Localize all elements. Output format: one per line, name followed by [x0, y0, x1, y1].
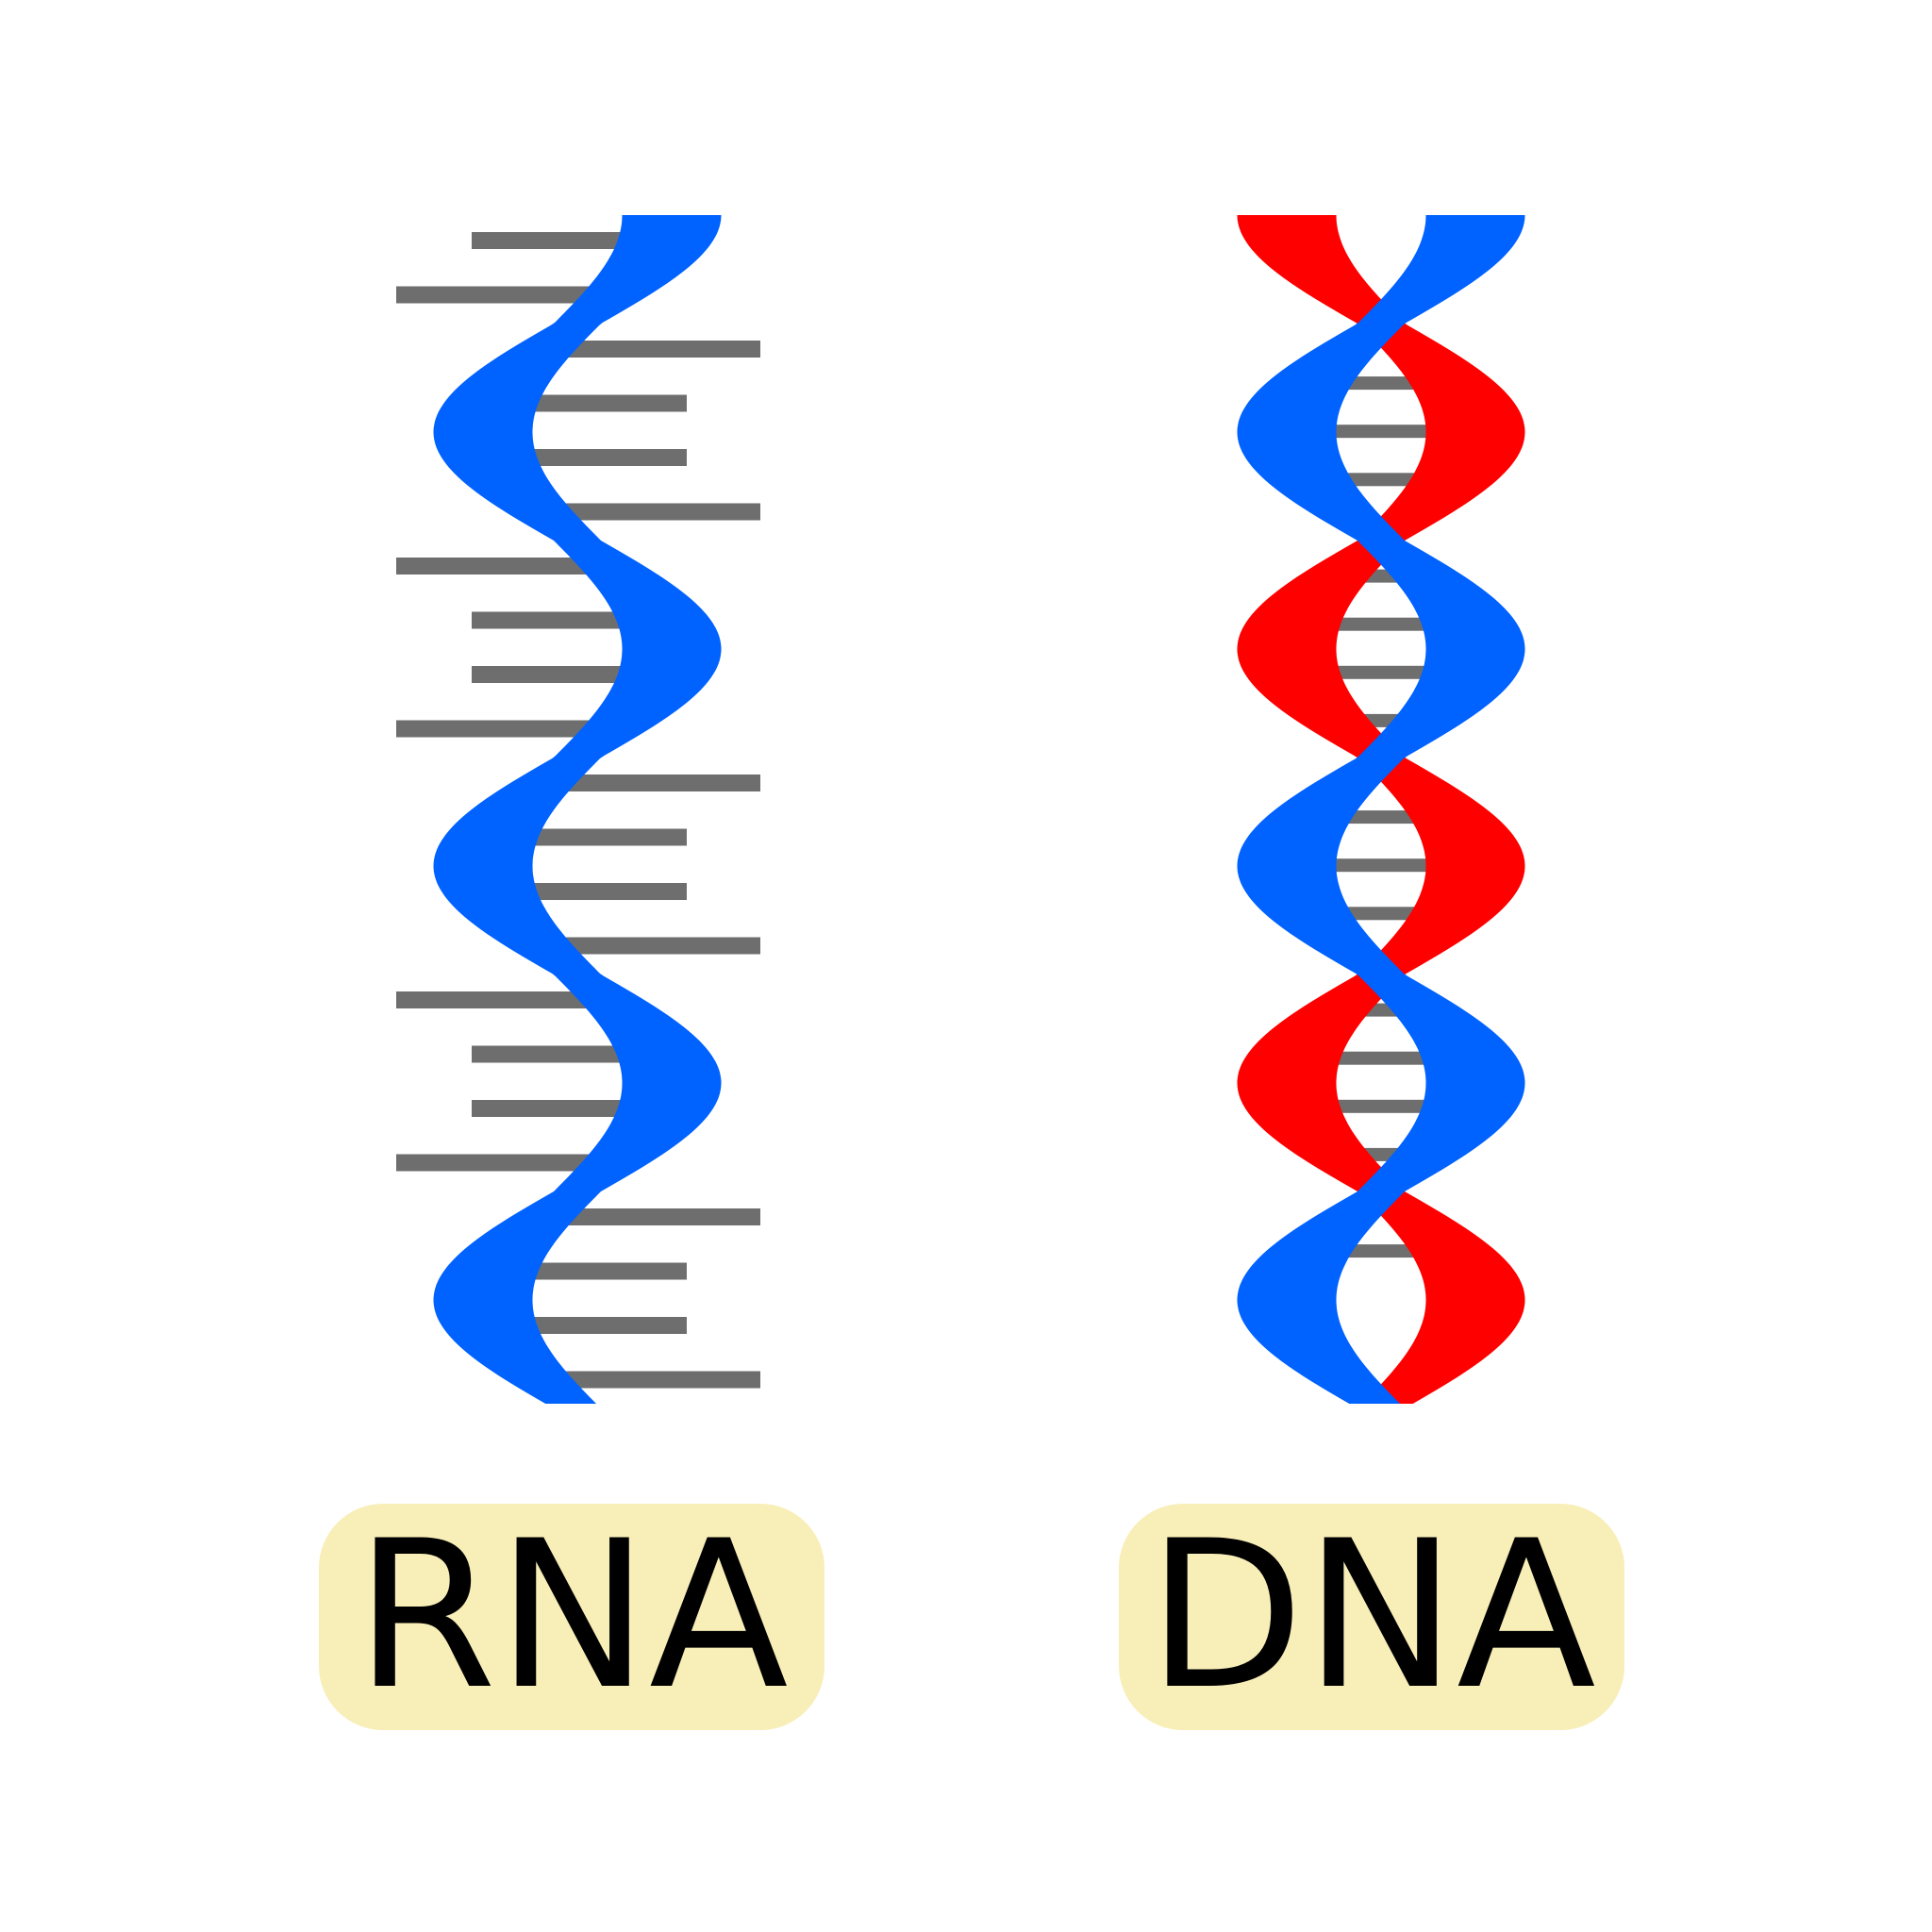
- rna-base: [543, 1208, 760, 1225]
- dna-strand-blue: [1237, 215, 1525, 1404]
- dna-badge: [1119, 1504, 1624, 1730]
- rna-label: RNA: [355, 1497, 788, 1734]
- rna-base: [539, 503, 760, 521]
- rna-base: [396, 1154, 616, 1172]
- rna-label-badge: RNA: [319, 1497, 824, 1734]
- rna-base: [396, 558, 611, 575]
- rna-base: [543, 341, 760, 358]
- rna-base: [396, 991, 611, 1008]
- rna-base: [396, 720, 616, 738]
- dna-strand-red: [1237, 215, 1525, 1404]
- dna-double-helix: [1237, 215, 1525, 1404]
- rna-base: [396, 286, 616, 304]
- rna-helix: [396, 215, 760, 1404]
- rna-strand: [433, 215, 722, 1404]
- dna-label: DNA: [1147, 1497, 1596, 1734]
- rna-badge: [319, 1504, 824, 1730]
- dna-label-badge: DNA: [1119, 1497, 1624, 1734]
- rna-base: [539, 1371, 760, 1389]
- rna-base: [539, 937, 760, 955]
- rna-base: [543, 774, 760, 791]
